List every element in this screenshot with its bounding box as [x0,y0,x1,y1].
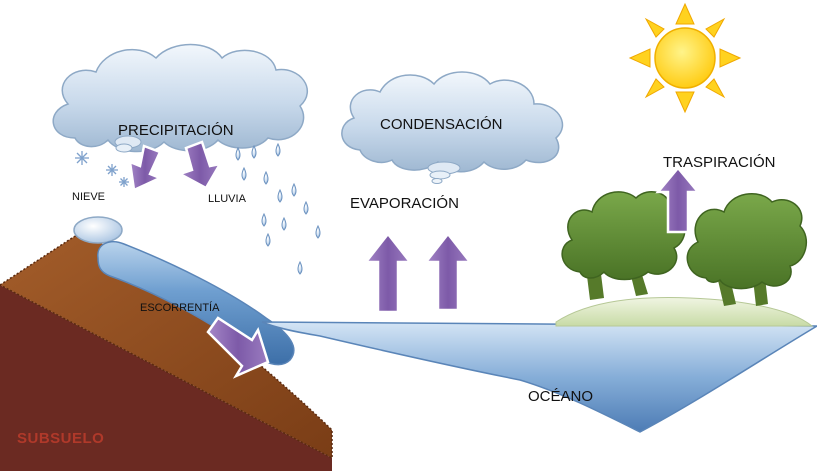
tree-icon [561,191,686,300]
snow-label: NIEVE [72,191,106,203]
snow-cap-icon [73,216,123,244]
evaporation-arrow-icon [363,231,473,314]
runoff-arrow-icon [206,316,270,379]
precipitation-label: PRECIPITACIÓN [118,122,234,139]
snowflake-icon [75,151,129,187]
precipitation-arrow-icon [128,140,223,192]
ocean-body [261,321,817,433]
transpiration-label: TRASPIRACIÓN [663,154,776,171]
condensation-cloud-icon [341,71,564,184]
subsoil-label: SUBSUELO [17,430,105,447]
evaporation-label: EVAPORACIÓN [350,195,459,212]
rain-label: LLUVIA [208,193,246,205]
subsoil-layer [0,285,332,471]
ocean-label: OCÉANO [528,388,594,405]
runoff-label: ESCORRENTÍA [140,302,220,314]
raindrop-icon [235,142,321,275]
condensation-label: CONDENSACIÓN [380,116,503,133]
sun-icon [628,2,742,114]
precipitation-cloud-icon [52,43,308,153]
transpiration-arrow-icon [655,166,701,234]
mountain-soil [0,234,333,460]
island [555,297,814,327]
tree-icon [686,193,808,306]
runoff-stream [97,240,295,366]
